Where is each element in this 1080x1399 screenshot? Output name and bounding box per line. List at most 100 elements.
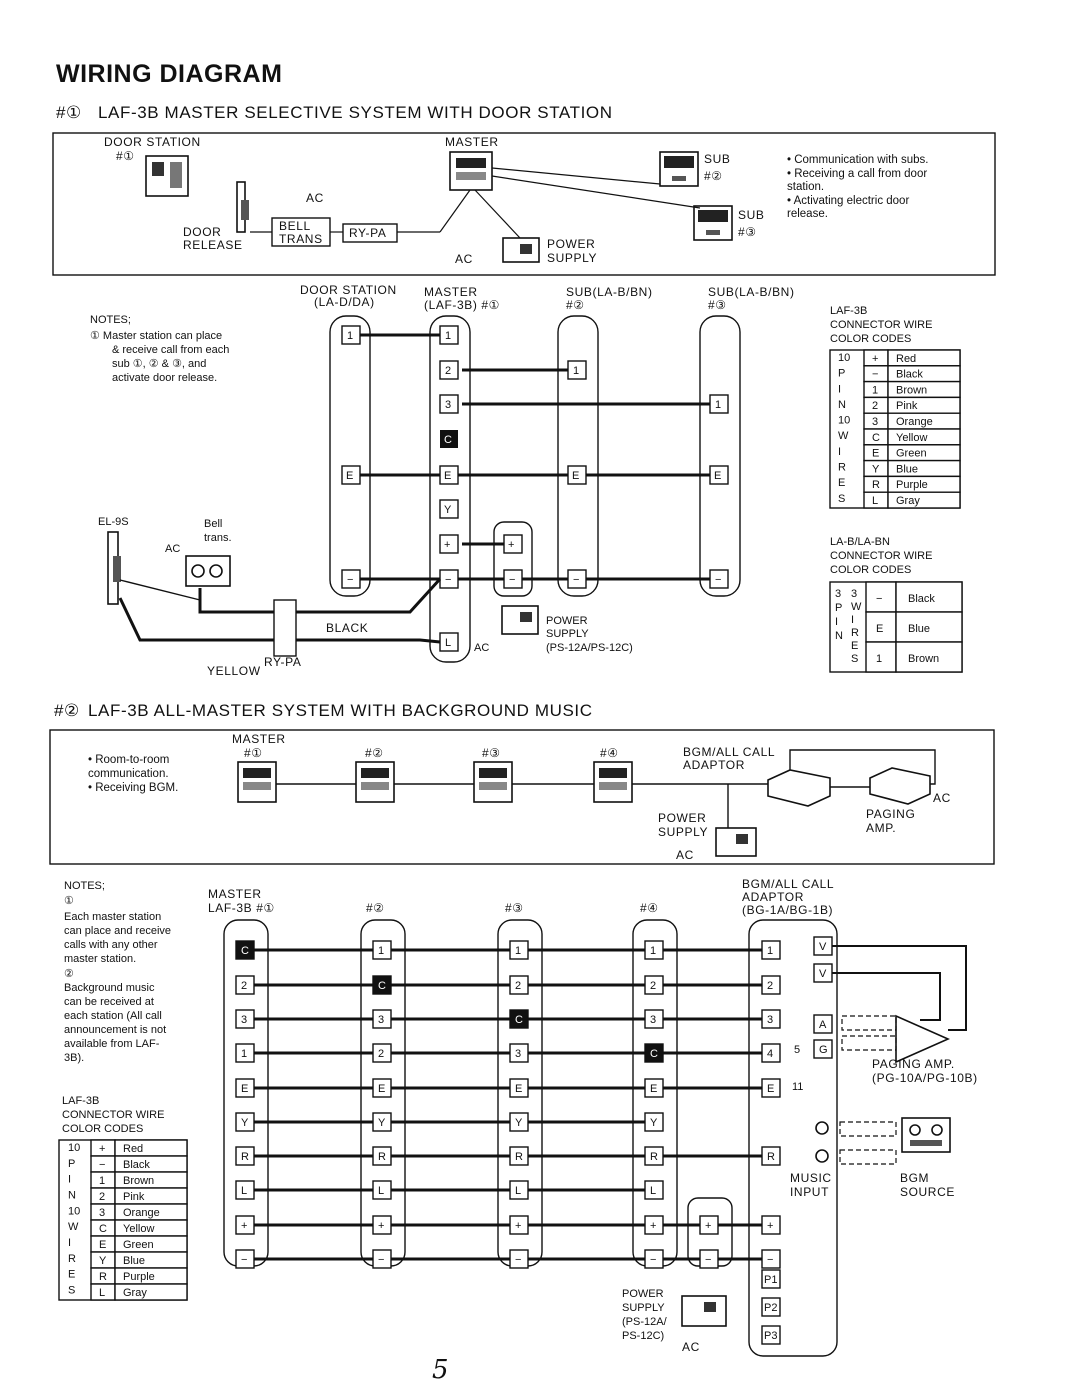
table-side-label: P <box>838 368 845 380</box>
pin-box <box>813 1039 833 1059</box>
master-unit-4 <box>593 761 633 803</box>
table-side-label: 10 <box>838 352 850 364</box>
master-unit <box>449 151 493 191</box>
table-color: Gray <box>123 1287 147 1299</box>
table-title: COLOR CODES <box>62 1123 143 1135</box>
pin-label: Y <box>378 1117 386 1129</box>
table-color-cell <box>895 641 963 673</box>
pin-label: 2 <box>650 980 656 992</box>
supply-label: SUPPLY <box>547 251 597 265</box>
table-title: CONNECTOR WIRE <box>830 319 932 331</box>
pin-box <box>644 1078 664 1098</box>
pin-1: 1 <box>573 365 579 377</box>
bgm-adaptor-label: ADAPTOR <box>683 758 745 772</box>
table-side-label: W <box>68 1221 79 1233</box>
pin-label: − <box>767 1254 773 1266</box>
pin-label: 1 <box>378 945 384 957</box>
note-line: sub ①, ② & ③, and <box>112 358 206 370</box>
table-color: Gray <box>896 495 920 507</box>
col-sub3-num: #③ <box>708 298 727 312</box>
power-supply-unit <box>502 237 540 263</box>
master-label-2: MASTER <box>232 732 286 746</box>
paging-amp-unit <box>869 767 931 805</box>
ac-label-6: AC <box>676 848 694 862</box>
table-title: COLOR CODES <box>830 564 911 576</box>
bell-trans-unit <box>185 555 231 587</box>
power-supply-label: POWER <box>658 811 706 825</box>
pin-box <box>509 1215 529 1235</box>
pin-label: 2 <box>378 1048 384 1060</box>
table-color: Pink <box>896 400 918 412</box>
pin-label: Y <box>515 1117 523 1129</box>
door-release-unit <box>236 181 249 233</box>
pin-minus: − <box>573 574 579 586</box>
ac-label-5: AC <box>933 791 951 805</box>
pin-label: 2 <box>241 980 247 992</box>
master-unit-1 <box>237 761 277 803</box>
table-color: Black <box>908 593 935 605</box>
table-side-label: 3 <box>835 588 841 600</box>
table-color: Blue <box>123 1255 145 1267</box>
pin-label: C <box>515 1014 523 1026</box>
pin-label: 3 <box>241 1014 247 1026</box>
pin-label: V <box>819 941 827 953</box>
pin-box <box>509 1009 529 1029</box>
table-side-label: P <box>835 602 842 614</box>
pin-box <box>644 1249 664 1269</box>
pin-box <box>813 1014 833 1034</box>
section1-wiring: DOOR STATION (LA-D/DA) MASTER (LAF-3B) #… <box>90 283 794 678</box>
table-pin: L <box>872 495 878 507</box>
laf3b-color-table-2: LAF-3B CONNECTOR WIRE COLOR CODES 10PIN1… <box>58 1095 188 1301</box>
table-side-label: P <box>68 1158 75 1170</box>
sub2-unit <box>659 151 699 187</box>
table-side-label: 10 <box>68 1205 80 1217</box>
table-color: Red <box>896 353 916 365</box>
pin-l: L <box>445 637 451 649</box>
table-side-label: S <box>838 493 845 505</box>
ps-label: SUPPLY <box>622 1302 665 1314</box>
pin-box <box>372 1078 392 1098</box>
power-supply-unit-4 <box>681 1295 727 1327</box>
table-pin: L <box>99 1287 105 1299</box>
release-label: RELEASE <box>183 238 243 252</box>
note-line: can place and receive <box>64 925 171 937</box>
pin-label: Y <box>241 1117 249 1129</box>
pin-label: + <box>378 1220 384 1232</box>
note-line: available from LAF- <box>64 1038 160 1050</box>
pin-box <box>509 940 529 960</box>
pin-label: 4 <box>767 1048 773 1060</box>
table-side-label: I <box>838 446 841 458</box>
pin-box <box>644 1009 664 1029</box>
paging-amp-triangle <box>832 945 967 1064</box>
paging-amp-label: PAGING <box>866 807 915 821</box>
pin-box <box>372 1043 392 1063</box>
table-side-label: 10 <box>68 1142 80 1154</box>
pin-label: C <box>378 980 386 992</box>
col-sub2-num: #② <box>566 298 585 312</box>
feature-bullet: • Receiving a call from door <box>787 168 927 180</box>
table-side-label: I <box>68 1174 71 1186</box>
note-line: & receive call from each <box>112 344 229 356</box>
lab-color-table: LA-B/LA-BN CONNECTOR WIRE COLOR CODES 3P… <box>829 536 963 673</box>
pin-label: − <box>515 1254 521 1266</box>
table-color: Green <box>896 448 927 460</box>
pin-label: + <box>650 1220 656 1232</box>
table-side-label: S <box>68 1285 75 1297</box>
section2-overview: • Room-to-room communication. • Receivin… <box>49 729 995 865</box>
page-title: WIRING DIAGRAM <box>56 60 282 88</box>
table-color-cell <box>887 491 961 509</box>
feature-bullet: release. <box>787 208 828 220</box>
table-pin: 2 <box>99 1191 105 1203</box>
note-line: ① Master station can place <box>90 330 222 342</box>
table-pin: 3 <box>99 1207 105 1219</box>
pin-label: 1 <box>515 945 521 957</box>
pin-label: + <box>767 1220 773 1232</box>
table-side-label: W <box>851 601 862 613</box>
table-title: LAF-3B <box>62 1095 99 1107</box>
table-side-label: W <box>838 430 849 442</box>
note-line: announcement is not <box>64 1024 166 1036</box>
pin-label: E <box>378 1083 385 1095</box>
pin-label: 1 <box>241 1048 247 1060</box>
section1-number: #① <box>56 103 82 122</box>
table-color: Yellow <box>123 1223 154 1235</box>
